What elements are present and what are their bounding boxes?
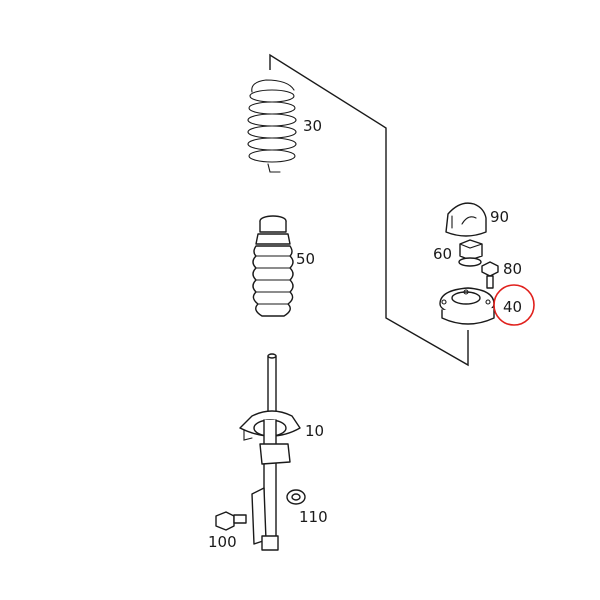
label-110: 110	[299, 508, 328, 526]
dust-cap[interactable]	[445, 202, 487, 237]
nut[interactable]	[458, 239, 483, 267]
assembly-bracket-line	[269, 53, 469, 367]
label-40: 40	[503, 298, 522, 316]
bolt-100[interactable]	[215, 511, 247, 531]
strut-mount[interactable]	[439, 287, 495, 325]
label-80: 80	[503, 260, 522, 278]
label-60: 60	[433, 245, 452, 263]
bump-stop-boot[interactable]	[252, 215, 294, 317]
coil-spring[interactable]	[247, 79, 297, 173]
label-100: 100	[208, 533, 237, 551]
label-30: 30	[303, 117, 322, 135]
label-10: 10	[305, 422, 324, 440]
highlight-circle	[493, 284, 535, 326]
label-90: 90	[490, 208, 509, 226]
strut[interactable]	[239, 353, 301, 551]
label-50: 50	[296, 250, 315, 268]
screw-80[interactable]	[481, 261, 499, 289]
bushing-110[interactable]	[286, 489, 306, 505]
